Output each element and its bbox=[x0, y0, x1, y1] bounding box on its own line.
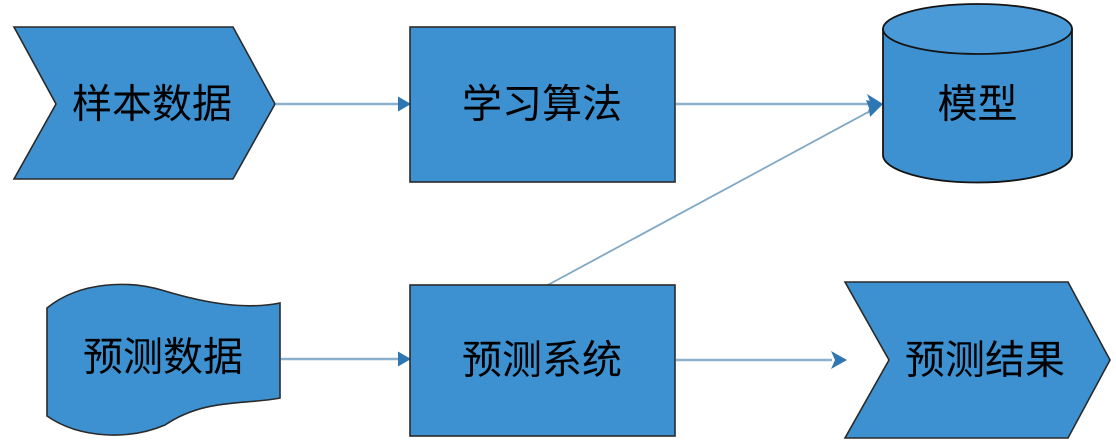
connector-sample-to-algorithm[interactable] bbox=[276, 96, 411, 112]
node-learning-algorithm[interactable]: 学习算法 bbox=[409, 26, 676, 183]
connector-algorithm-to-model[interactable] bbox=[676, 94, 883, 114]
connector-data-to-system[interactable] bbox=[281, 351, 411, 367]
arrowhead-icon bbox=[831, 351, 847, 369]
rectangle-shape bbox=[409, 284, 676, 437]
chevron-shape bbox=[843, 281, 1111, 439]
node-label-model: 模型 bbox=[938, 83, 1018, 127]
node-sample-data[interactable]: 样本数据 bbox=[12, 26, 276, 180]
arrowhead-icon bbox=[398, 96, 411, 112]
node-prediction-result[interactable]: 预测结果 bbox=[843, 281, 1111, 439]
arrowhead-icon bbox=[866, 100, 883, 117]
cylinder-top-ellipse bbox=[882, 3, 1073, 55]
node-prediction-system[interactable]: 预测系统 bbox=[409, 284, 676, 437]
connector-line bbox=[545, 109, 873, 287]
wave-shape bbox=[46, 283, 281, 436]
cylinder-body bbox=[882, 28, 1073, 184]
node-label-learning-algorithm: 学习算法 bbox=[462, 83, 622, 127]
connector-system-to-model[interactable] bbox=[545, 100, 883, 287]
node-prediction-data[interactable]: 预测数据 bbox=[46, 283, 281, 436]
node-label-prediction-result: 预测结果 bbox=[905, 339, 1065, 383]
node-label-sample-data: 样本数据 bbox=[72, 83, 232, 127]
arrowhead-icon bbox=[398, 351, 411, 367]
chevron-shape bbox=[12, 26, 276, 180]
node-model[interactable]: 模型 bbox=[882, 3, 1073, 184]
connector-system-to-result[interactable] bbox=[676, 351, 847, 369]
rectangle-shape bbox=[409, 26, 676, 183]
node-label-prediction-system: 预测系统 bbox=[462, 339, 622, 383]
node-label-prediction-data: 预测数据 bbox=[83, 336, 243, 380]
